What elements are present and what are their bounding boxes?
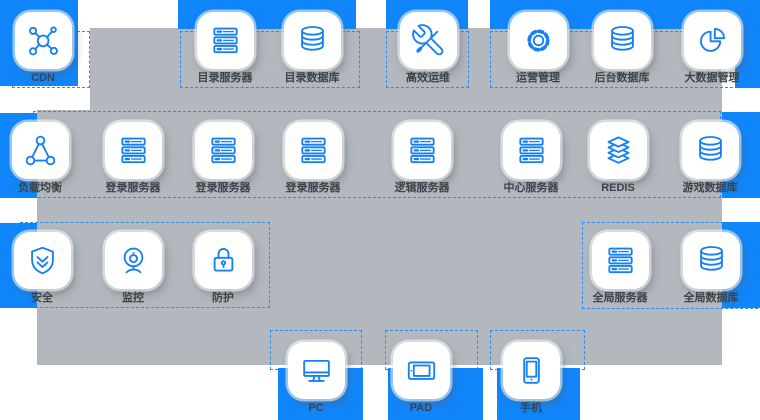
node-directory-server: 目录服务器 — [180, 12, 270, 85]
node-tile — [502, 122, 560, 179]
node-redis: REDIS — [573, 122, 663, 195]
camera-icon — [115, 242, 152, 279]
node-label: 运营管理 — [516, 72, 560, 84]
network-hub-icon — [25, 22, 62, 59]
node-monitoring: 监控 — [88, 232, 178, 305]
node-label: 全局服务器 — [592, 292, 648, 304]
node-tile — [509, 12, 567, 69]
node-label: PC — [308, 402, 324, 414]
lock-icon — [205, 242, 242, 279]
node-tile — [104, 122, 162, 179]
node-label: 监控 — [122, 292, 144, 304]
stack-icon — [600, 132, 637, 169]
tools-icon — [410, 22, 447, 59]
node-login-server-1: 登录服务器 — [88, 122, 178, 195]
server-icon — [404, 132, 441, 169]
node-tile — [287, 342, 345, 399]
node-label: 负载均衡 — [18, 182, 62, 194]
phone-icon — [513, 352, 550, 389]
node-tile — [284, 122, 342, 179]
server-icon — [207, 22, 244, 59]
node-tile — [683, 12, 741, 69]
server-icon — [295, 132, 332, 169]
node-pc: PC — [271, 342, 361, 415]
node-game-database: 游戏数据库 — [665, 122, 755, 195]
node-label: CDN — [31, 72, 55, 84]
database-icon — [692, 132, 729, 169]
node-tile — [399, 12, 457, 69]
node-label: 登录服务器 — [285, 182, 341, 194]
zone-directory-zone — [180, 31, 360, 88]
node-cdn: CDN — [0, 12, 88, 85]
node-label: 目录数据库 — [284, 72, 340, 84]
node-login-server-3: 登录服务器 — [268, 122, 358, 195]
node-tile — [502, 342, 560, 399]
server-icon — [513, 132, 550, 169]
node-label: 目录服务器 — [197, 72, 253, 84]
pie-chart-icon — [694, 22, 731, 59]
node-tile — [392, 342, 450, 399]
node-operations-management: 运营管理 — [493, 12, 583, 85]
node-security: 安全 — [0, 232, 87, 305]
node-tile — [194, 232, 252, 289]
node-global-database: 全局数据库 — [666, 232, 756, 305]
node-pad: PAD — [376, 342, 466, 415]
node-tile — [14, 12, 72, 69]
gear-icon — [520, 22, 557, 59]
shield-icon — [24, 242, 61, 279]
node-protection: 防护 — [178, 232, 268, 305]
node-label: 后台数据库 — [594, 72, 650, 84]
node-label: 大数据管理 — [684, 72, 740, 84]
server-icon — [602, 242, 639, 279]
node-label: 登录服务器 — [105, 182, 161, 194]
node-label: 防护 — [212, 292, 234, 304]
node-login-server-2: 登录服务器 — [178, 122, 268, 195]
database-icon — [693, 242, 730, 279]
node-tile — [682, 232, 740, 289]
node-tile — [196, 12, 254, 69]
node-backend-database: 后台数据库 — [577, 12, 667, 85]
node-center-server: 中心服务器 — [486, 122, 576, 195]
node-label: 手机 — [520, 402, 542, 414]
node-tile — [593, 12, 651, 69]
node-efficient-ops: 高效运维 — [383, 12, 473, 85]
node-label: PAD — [409, 402, 433, 414]
node-tile — [104, 232, 162, 289]
node-label: 逻辑服务器 — [394, 182, 450, 194]
node-label: 中心服务器 — [503, 182, 559, 194]
zone-global-zone — [582, 222, 760, 309]
node-tile — [194, 122, 252, 179]
node-global-server: 全局服务器 — [575, 232, 665, 305]
server-icon — [115, 132, 152, 169]
node-mobile: 手机 — [486, 342, 576, 415]
tablet-icon — [403, 352, 440, 389]
node-tile — [589, 122, 647, 179]
monitor-icon — [298, 352, 335, 389]
node-tile — [591, 232, 649, 289]
node-big-data-management: 大数据管理 — [667, 12, 757, 85]
load-balancer-icon — [22, 132, 59, 169]
node-label: REDIS — [601, 182, 635, 194]
node-tile — [13, 232, 71, 289]
node-label: 高效运维 — [406, 72, 450, 84]
node-label: 全局数据库 — [683, 292, 739, 304]
node-directory-database: 目录数据库 — [267, 12, 357, 85]
node-tile — [11, 122, 69, 179]
node-label: 登录服务器 — [195, 182, 251, 194]
node-label: 游戏数据库 — [682, 182, 738, 194]
server-icon — [205, 132, 242, 169]
node-logic-server: 逻辑服务器 — [377, 122, 467, 195]
database-icon — [294, 22, 331, 59]
node-tile — [681, 122, 739, 179]
node-tile — [283, 12, 341, 69]
node-load-balancer: 负载均衡 — [0, 122, 85, 195]
node-label: 安全 — [31, 292, 53, 304]
node-tile — [393, 122, 451, 179]
database-icon — [604, 22, 641, 59]
